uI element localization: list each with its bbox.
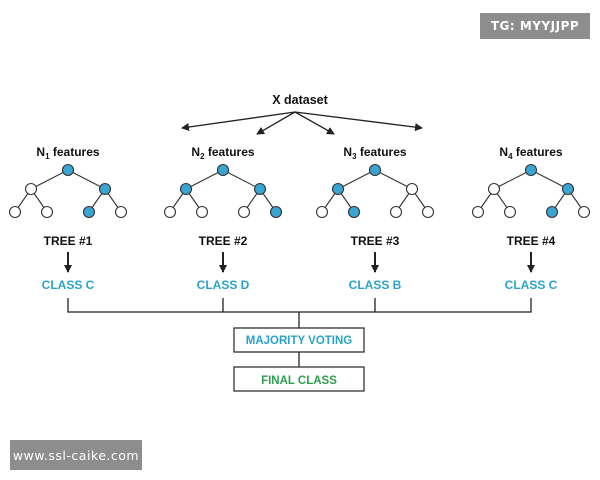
tree-node-selected [561, 182, 575, 196]
tree-column-3: N3 features TREE #3 CLASS B [315, 145, 435, 292]
tree-node [577, 205, 591, 219]
dataset-label: X dataset [272, 93, 328, 107]
dataset-arrow-3 [294, 111, 335, 135]
tree-edge [67, 169, 106, 190]
tree-edge [30, 169, 69, 190]
tree-node-selected [179, 182, 193, 196]
dataset-arrow-1 [181, 111, 296, 131]
class-label: CLASS C [42, 278, 95, 292]
tree-label: TREE #3 [351, 234, 400, 248]
tree-node-selected [545, 205, 559, 219]
tree-node [24, 182, 38, 196]
tree-node-selected [61, 163, 75, 177]
tree-node-selected [216, 163, 230, 177]
class-label: CLASS C [505, 278, 558, 292]
tree-edge [530, 169, 569, 190]
decision-tree [471, 163, 591, 219]
decision-tree [163, 163, 283, 219]
tree-node [487, 182, 501, 196]
tree-label: TREE #2 [199, 234, 248, 248]
tree-label: TREE #4 [507, 234, 556, 248]
tree-node [40, 205, 54, 219]
feature-label: N1 features [36, 145, 99, 161]
tree-node [503, 205, 517, 219]
tree-node [8, 205, 22, 219]
merge-connector [67, 298, 532, 328]
tree-node-selected [253, 182, 267, 196]
tree-column-2: N2 features TREE #2 CLASS D [163, 145, 283, 292]
tree-node [421, 205, 435, 219]
dataset-arrow-4 [294, 111, 423, 132]
tree-edge [337, 169, 376, 190]
tree-edge [222, 169, 261, 190]
decision-tree [315, 163, 435, 219]
class-label: CLASS B [349, 278, 402, 292]
watermark-bottom-left: www.ssl-caike.com [10, 440, 142, 470]
feature-label: N3 features [343, 145, 406, 161]
tree-node [389, 205, 403, 219]
tree-node-selected [347, 205, 361, 219]
tree-edge [374, 169, 413, 190]
tree-node-selected [524, 163, 538, 177]
tree-node [405, 182, 419, 196]
majority-voting-box: MAJORITY VOTING [233, 327, 365, 353]
tree-column-4: N4 features TREE #4 CLASS C [471, 145, 591, 292]
feature-label: N2 features [191, 145, 254, 161]
tree-node-selected [82, 205, 96, 219]
class-label: CLASS D [197, 278, 250, 292]
tree-node-selected [98, 182, 112, 196]
dataset-arrows [181, 111, 423, 135]
tree-edge [493, 169, 532, 190]
majority-voting-label: MAJORITY VOTING [246, 335, 353, 347]
tree-edge [185, 169, 224, 190]
tree-node-selected [368, 163, 382, 177]
tree-node [114, 205, 128, 219]
feature-label: N4 features [499, 145, 562, 161]
tree-node-selected [331, 182, 345, 196]
final-class-label: FINAL CLASS [261, 375, 337, 387]
tree-label: TREE #1 [44, 234, 93, 248]
final-class-box: FINAL CLASS [233, 366, 365, 392]
tree-node [237, 205, 251, 219]
tree-node [315, 205, 329, 219]
dataset-arrow-2 [256, 111, 296, 135]
tree-node [163, 205, 177, 219]
tree-node [195, 205, 209, 219]
decision-tree [8, 163, 128, 219]
tree-node [471, 205, 485, 219]
tree-column-1: N1 features TREE #1 CLASS C [8, 145, 128, 292]
tree-node-selected [269, 205, 283, 219]
watermark-top-right: TG: MYYJJPP [480, 13, 590, 39]
